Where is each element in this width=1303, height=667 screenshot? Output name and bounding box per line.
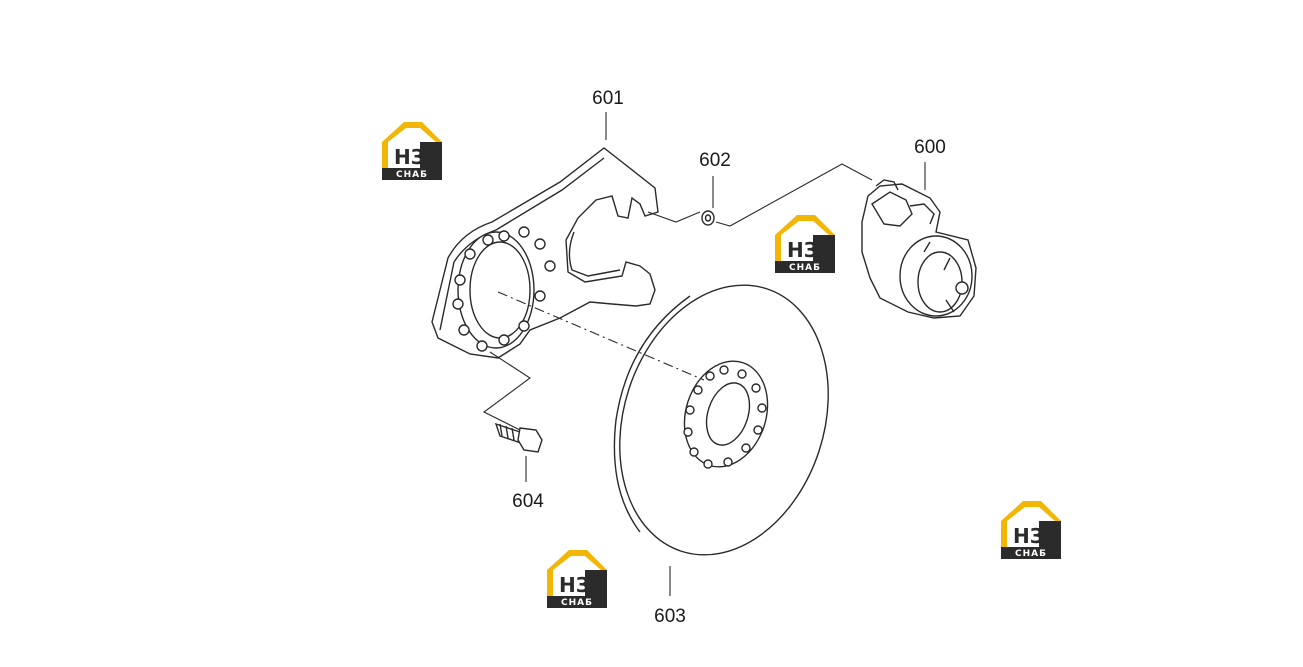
brake-disc-603 (613, 284, 829, 556)
svg-text:НЗ: НЗ (394, 145, 425, 169)
part-label-603: 603 (654, 606, 686, 627)
svg-text:НЗ: НЗ (787, 238, 818, 262)
svg-text:НЗ: НЗ (1013, 524, 1044, 548)
caliper-600 (861, 179, 977, 319)
svg-text:СНАБ: СНАБ (396, 170, 428, 180)
svg-text:СНАБ: СНАБ (1015, 549, 1047, 559)
washer-602 (701, 210, 715, 226)
watermark-logo: НЗ СНАБ (775, 215, 835, 273)
svg-text:СНАБ: СНАБ (561, 598, 593, 608)
part-label-601: 601 (592, 88, 624, 109)
watermark-logo: НЗ СНАБ (1001, 501, 1061, 559)
bolt-604 (494, 422, 543, 453)
leader-lines (482, 112, 926, 596)
svg-text:НЗ: НЗ (559, 573, 590, 597)
bracket-601 (431, 147, 659, 359)
part-label-604: 604 (512, 491, 544, 512)
part-label-600: 600 (914, 137, 946, 158)
watermark-logo: НЗ СНАБ (382, 122, 442, 180)
svg-text:СНАБ: СНАБ (789, 263, 821, 273)
watermark-logo: НЗ СНАБ (547, 550, 607, 608)
part-label-602: 602 (699, 150, 731, 171)
